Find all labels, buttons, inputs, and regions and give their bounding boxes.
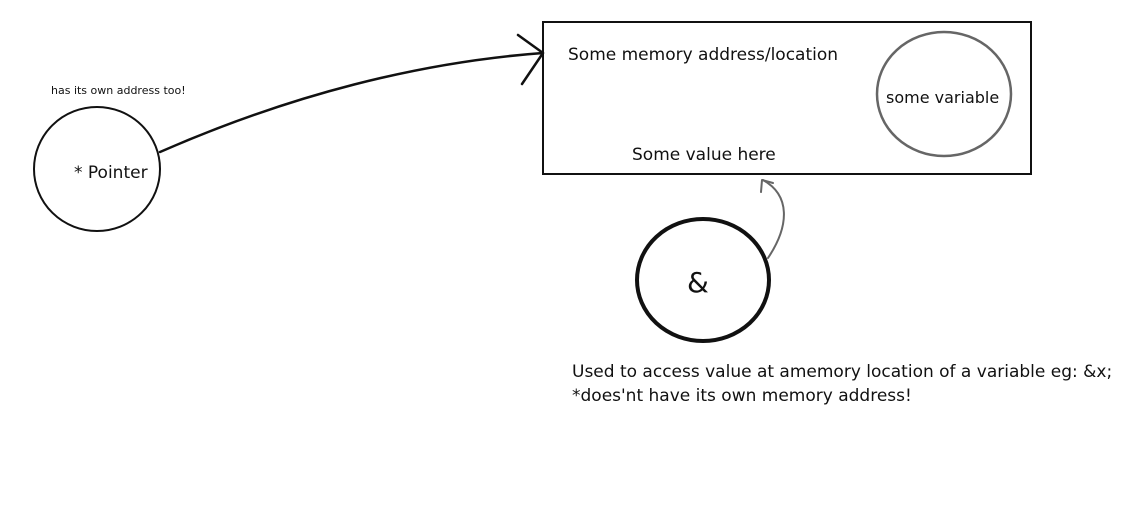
address-of-description-line2: *does'nt have its own memory address!: [572, 386, 912, 406]
pointer-arrow: [158, 51, 545, 154]
memory-location-title: Some memory address/location: [568, 45, 839, 65]
address-of-description: Used to access value at amemory location…: [572, 360, 1112, 408]
memory-value: Some value here: [632, 145, 776, 165]
memory-location-box: [542, 21, 1032, 175]
pointer-arrowhead: [516, 33, 545, 86]
pointer-note: has its own address too!: [51, 84, 186, 97]
address-of-symbol: &: [687, 266, 709, 299]
address-of-arrow: [762, 179, 785, 259]
address-of-arrowhead: [760, 179, 774, 193]
variable-ellipse: [875, 30, 1013, 158]
variable-label: some variable: [886, 88, 1000, 107]
pointer-circle: [33, 106, 161, 232]
pointer-label: * Pointer: [74, 163, 148, 183]
address-of-circle: [635, 217, 771, 343]
address-of-description-line1: Used to access value at amemory location…: [572, 362, 1113, 382]
